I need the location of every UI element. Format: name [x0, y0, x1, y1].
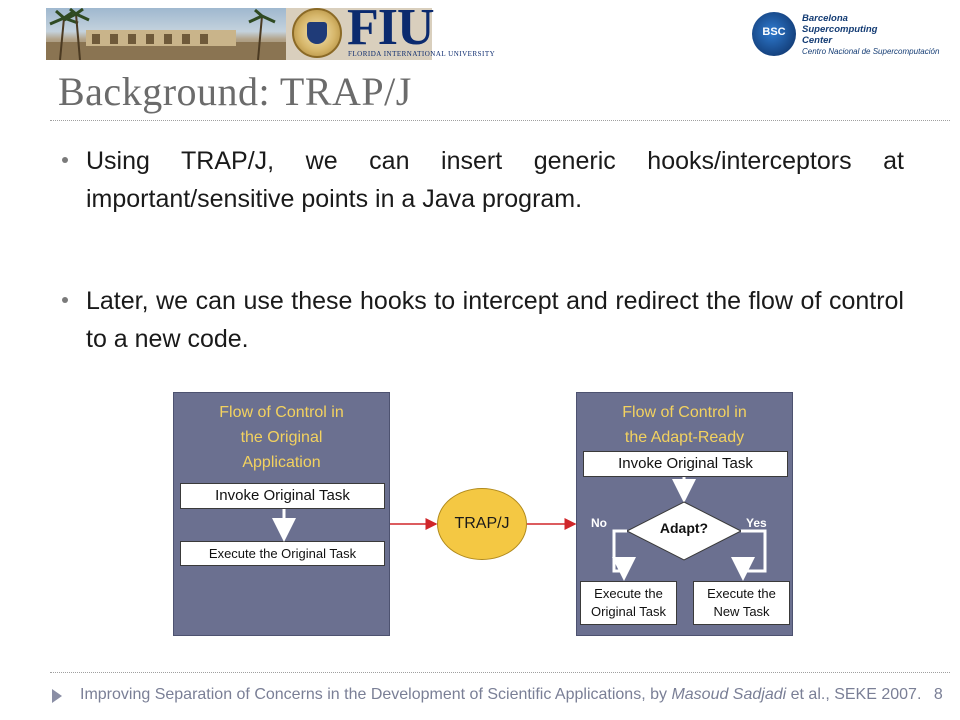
execute-new-line: Execute the	[707, 586, 776, 601]
no-branch-arrow	[612, 529, 636, 581]
adapt-decision-diamond	[625, 501, 743, 561]
invoke-original-task-box: Invoke Original Task	[180, 483, 385, 509]
title-divider	[50, 120, 950, 121]
slide-footer: Improving Separation of Concerns in the …	[80, 686, 943, 704]
original-flow-title-line: the Original	[240, 429, 323, 446]
original-flow-title-line: Application	[242, 454, 321, 471]
execute-new-task-box: Execute the New Task	[693, 581, 790, 625]
bullet-item: Using TRAP/J, we can insert generic hook…	[62, 142, 904, 218]
execute-original-line: Execute the	[594, 586, 663, 601]
footer-divider	[50, 672, 950, 673]
bsc-name-line-1: Barcelona	[802, 13, 848, 24]
page-number: 8	[933, 686, 943, 703]
slide-title: Background: TRAP/J	[58, 69, 412, 114]
no-branch-label: No	[591, 516, 607, 530]
adapt-ready-title-line: the Adapt-Ready	[624, 429, 745, 446]
bsc-name-block: Barcelona Supercomputing Center Centro N…	[802, 13, 939, 57]
bsc-logo: BSC	[752, 12, 796, 56]
university-subtitle: FLORIDA INTERNATIONAL UNIVERSITY	[348, 50, 496, 58]
original-flow-panel: Flow of Control in the Original Applicat…	[173, 392, 390, 636]
footer-citation-suffix: et al., SEKE 2007.	[786, 686, 922, 703]
execute-new-line: New Task	[713, 604, 770, 619]
university-seal-logo	[292, 8, 342, 58]
bullet-dot-icon	[62, 157, 68, 163]
execute-original-task-box: Execute the Original Task	[580, 581, 677, 625]
bullet-dot-icon	[62, 297, 68, 303]
adapt-ready-flow-title: Flow of Control in the Adapt-Ready	[577, 400, 792, 450]
footer-triangle-icon	[52, 689, 62, 703]
invoke-original-task-box: Invoke Original Task	[583, 451, 788, 477]
yes-branch-label: Yes	[746, 516, 767, 530]
original-flow-title-line: Flow of Control in	[219, 404, 344, 421]
trapj-node: TRAP/J	[437, 488, 527, 560]
bsc-name-line-3: Center	[802, 35, 833, 46]
bullet-text: Using TRAP/J, we can insert generic hook…	[86, 147, 904, 213]
execute-original-line: Original Task	[591, 604, 666, 619]
footer-citation-text: Improving Separation of Concerns in the …	[80, 686, 672, 703]
bsc-spanish-name: Centro Nacional de Supercomputación	[802, 47, 940, 56]
bullet-list: Using TRAP/J, we can insert generic hook…	[62, 142, 904, 358]
adapt-decision-label: Adapt?	[659, 520, 709, 536]
footer-author: Masoud Sadjadi	[671, 686, 787, 703]
yes-branch-arrow	[731, 529, 767, 581]
bsc-name-line-2: Supercomputing	[802, 24, 878, 35]
bsc-logo-text: BSC	[762, 26, 786, 38]
adapt-ready-title-line: Flow of Control in	[622, 404, 747, 421]
bullet-text: Later, we can use these hooks to interce…	[86, 287, 904, 353]
campus-banner-image	[46, 8, 432, 60]
original-flow-title: Flow of Control in the Original Applicat…	[174, 400, 389, 475]
university-logo-text: FIU	[347, 0, 435, 56]
palm-trees-graphic	[46, 8, 286, 60]
bullet-item: Later, we can use these hooks to interce…	[62, 282, 904, 358]
